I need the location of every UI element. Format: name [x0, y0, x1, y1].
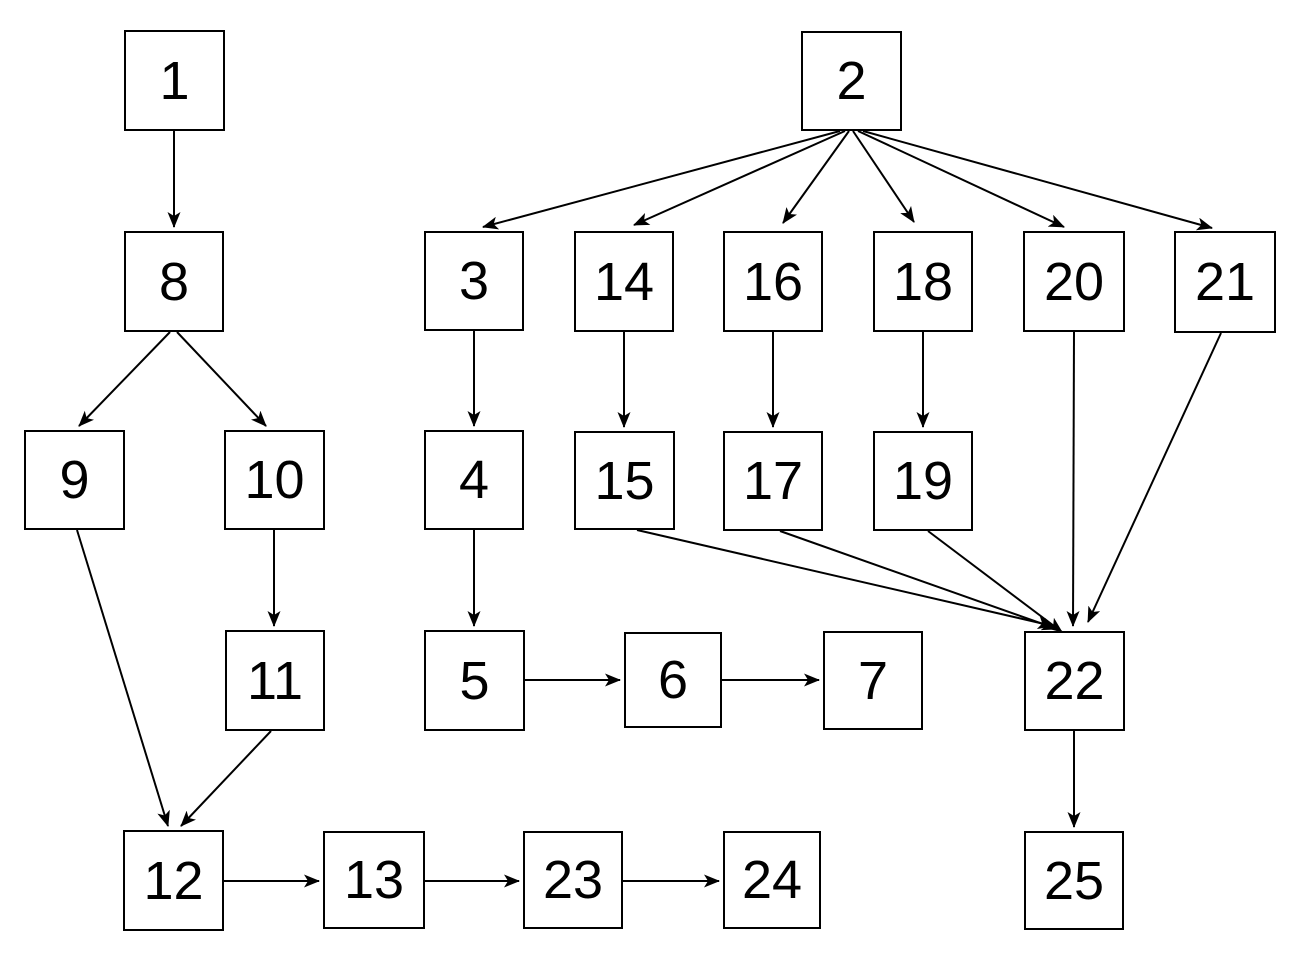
node-1: 1 [124, 30, 225, 131]
node-3: 3 [424, 231, 524, 331]
node-7: 7 [823, 631, 923, 730]
node-4: 4 [424, 430, 524, 530]
edge-2-21 [862, 130, 1213, 231]
edge-2-16 [782, 130, 850, 224]
node-16: 16 [723, 231, 823, 332]
node-11: 11 [225, 630, 325, 731]
node-17: 17 [723, 431, 823, 531]
node-12: 12 [123, 830, 224, 931]
edge-19-22 [927, 530, 1063, 633]
node-5: 5 [424, 630, 525, 731]
edge-11-12 [180, 730, 272, 827]
node-22: 22 [1024, 631, 1125, 731]
edge-21-22 [1087, 332, 1222, 623]
node-23: 23 [523, 831, 623, 929]
edge-8-10 [176, 331, 267, 427]
edge-8-9 [78, 331, 171, 427]
edge-2-14 [633, 130, 846, 226]
node-20: 20 [1023, 231, 1125, 332]
node-13: 13 [323, 831, 425, 929]
node-2: 2 [801, 31, 902, 131]
node-25: 25 [1024, 831, 1124, 930]
node-18: 18 [873, 231, 973, 332]
node-10: 10 [224, 430, 325, 530]
edge-9-12 [76, 529, 170, 827]
edge-15-22 [636, 529, 1054, 629]
node-8: 8 [124, 231, 224, 332]
node-9: 9 [24, 430, 125, 530]
edge-20-22 [1066, 331, 1080, 627]
edge-17-22 [779, 530, 1058, 631]
node-14: 14 [574, 231, 674, 332]
node-6: 6 [624, 632, 722, 728]
node-21: 21 [1174, 231, 1276, 333]
edge-2-18 [852, 130, 915, 223]
edge-2-20 [857, 130, 1065, 228]
node-19: 19 [873, 431, 973, 531]
edge-2-3 [482, 130, 841, 230]
node-15: 15 [574, 431, 675, 530]
node-24: 24 [723, 831, 821, 929]
